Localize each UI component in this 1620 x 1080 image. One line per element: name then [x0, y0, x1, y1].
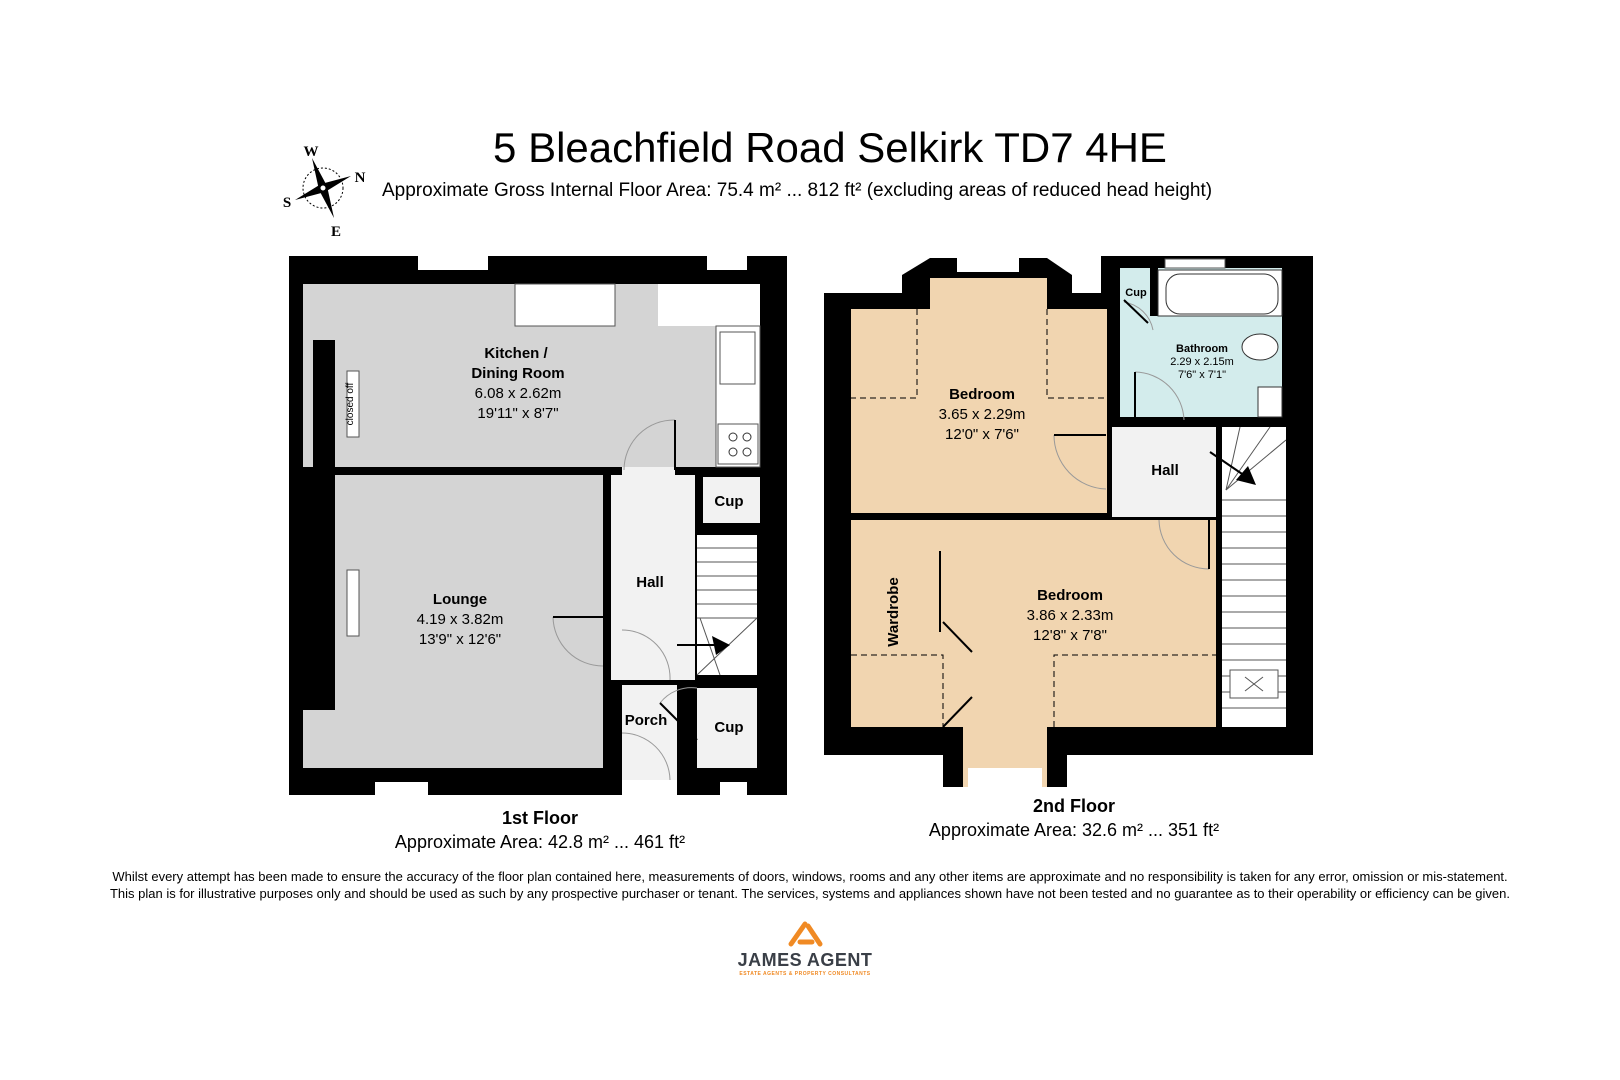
- floor-area: Approximate Area: 32.6 m² ... 351 ft²: [928, 820, 1220, 840]
- room-dimensions: 19'11" x 8'7": [477, 405, 558, 422]
- floor-area-subtitle: Approximate Gross Internal Floor Area: 7…: [382, 180, 1213, 201]
- james-agent-logo: [788, 921, 823, 947]
- room-cup: [697, 688, 757, 768]
- compass-n: N: [355, 170, 366, 186]
- compass-s: S: [283, 195, 291, 211]
- second-floor-plan: Bedroom 3.65 x 2.29m 12'0" x 7'6" Bedroo…: [824, 256, 1313, 787]
- logo-name: JAMES AGENT: [737, 950, 873, 970]
- room-label: Dining Room: [471, 365, 564, 382]
- compass-w: W: [304, 144, 319, 160]
- stairs: [697, 535, 757, 675]
- room-label: Kitchen /: [484, 345, 548, 362]
- room-bedroom: [851, 520, 1216, 727]
- disclaimer: Whilst every attempt has been made to en…: [20, 868, 1600, 902]
- compass-e: E: [331, 224, 341, 240]
- room-bedroom: [851, 309, 1107, 513]
- room-label: Wardrobe: [885, 577, 902, 646]
- page-title: 5 Bleachfield Road Selkirk TD7 4HE: [493, 124, 1167, 171]
- room-dimensions: 2.29 x 2.15m: [1170, 356, 1234, 368]
- room-label: Hall: [636, 574, 664, 591]
- room-dimensions: 3.86 x 2.33m: [1027, 607, 1114, 624]
- room-lounge: [335, 475, 603, 768]
- floor-name: 2nd Floor: [1033, 796, 1115, 816]
- room-label: Cup: [714, 493, 743, 510]
- room-label: Porch: [625, 712, 668, 729]
- first-floor-plan: closed off Kitchen / Dining Room 6.08 x …: [289, 256, 787, 795]
- room-hall: [1112, 427, 1216, 517]
- floor-area: Approximate Area: 42.8 m² ... 461 ft²: [394, 832, 686, 852]
- room-label: Bedroom: [949, 386, 1015, 403]
- room-label: Bathroom: [1176, 343, 1228, 355]
- logo-tagline: ESTATE AGENTS & PROPERTY CONSULTANTS: [739, 971, 871, 977]
- room-label: Bedroom: [1037, 587, 1103, 604]
- room-dimensions: 3.65 x 2.29m: [939, 406, 1026, 423]
- room-dimensions: 6.08 x 2.62m: [475, 385, 562, 402]
- room-label: Cup: [714, 719, 743, 736]
- disclaimer-line: Whilst every attempt has been made to en…: [112, 869, 1508, 884]
- room-dimensions: 12'8" x 7'8": [1033, 627, 1107, 644]
- room-porch: [622, 685, 677, 780]
- compass-icon: W N S E: [283, 144, 366, 240]
- room-dimensions: 13'9" x 12'6": [419, 631, 501, 648]
- room-label: Cup: [1125, 287, 1147, 299]
- room-label: Hall: [1151, 462, 1179, 479]
- room-cup: [703, 477, 760, 523]
- floor-name: 1st Floor: [501, 808, 578, 828]
- room-dimensions: 4.19 x 3.82m: [417, 611, 504, 628]
- disclaimer-line: This plan is for illustrative purposes o…: [109, 886, 1510, 901]
- room-label: Lounge: [433, 591, 487, 608]
- room-dimensions: 12'0" x 7'6": [945, 426, 1019, 443]
- closed-off-note: closed off: [345, 382, 356, 425]
- room-dimensions: 7'6" x 7'1": [1178, 369, 1226, 381]
